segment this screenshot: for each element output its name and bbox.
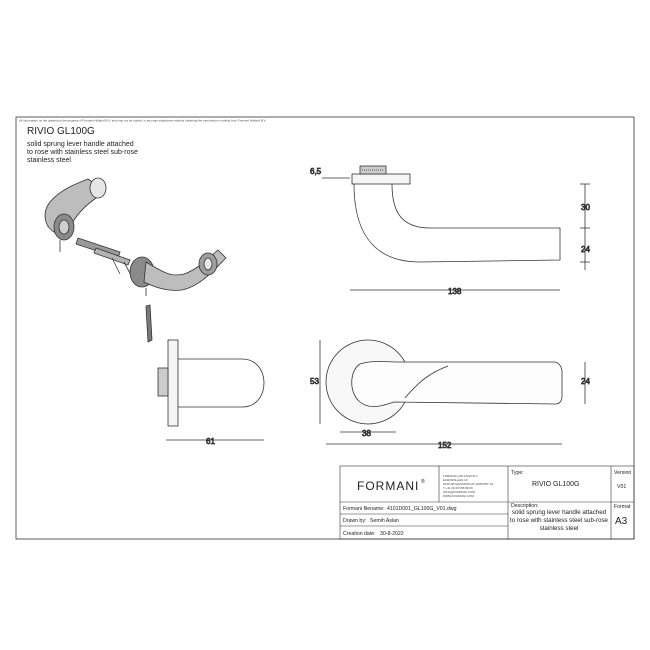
creation-date-label: Creation date: [343,531,376,537]
end-rose-detail [157,367,169,397]
lower-lever-end-inner [203,257,213,271]
hex-key [145,304,153,343]
company-line-5: INFO@FORMANI.COM [443,490,475,494]
fixing-screw-1 [111,257,121,275]
dim-front-grip: 24 [581,377,590,386]
upper-lever-end [89,177,107,199]
front-view: 53 24 38 152 [310,339,591,450]
side-lever-outline [353,183,561,263]
product-description-line-1: solid sprung lever handle attached [27,141,134,148]
end-lever-outline [178,358,265,408]
tb-description-line-2: to rose with stainless steel sub-rose [510,517,609,524]
product-title: RIVIO GL100G [27,126,95,137]
company-line-4: T +31 (0)43 358 98 00 [443,486,473,490]
product-description-line-3: stainless steel [27,157,71,164]
formani-logo: FORMANI [357,479,419,493]
sheet-border [15,116,635,540]
title-block [339,465,635,540]
drawn-by-label: Drawn by: [343,518,366,524]
spindle-bar-2 [93,247,131,266]
company-line-6: WWW.FORMANI.COM [443,494,474,498]
type-value: RIVIO GL100G [532,481,579,488]
upper-rose-inner [58,219,70,235]
title-block-frame [339,465,635,540]
side-view: 6,5 30 24 138 [310,165,591,296]
company-line-1: FORMANI HOLLAND B.V. [443,474,478,478]
dim-projection: 138 [448,287,462,296]
format-value: A3 [615,516,628,527]
product-description-line-2: to rose with stainless steel sub-rose [27,149,138,156]
drawn-by-value: Semih Aslan [370,518,399,524]
dim-rose-diameter: 53 [310,377,319,386]
version-label: Version [614,470,631,476]
filename-value: 4101D001_GL100G_V01.dwg [387,506,457,512]
dim-grip-height: 24 [581,245,590,254]
ownership-notice: All information on the drawing is the pr… [19,119,266,123]
exploded-view [44,177,227,343]
dim-lever-height: 30 [581,203,590,212]
description-label: Description: [511,503,538,509]
dim-length: 152 [438,441,452,450]
type-label: Type: [511,470,524,476]
dim-rose-thickness: 6,5 [310,167,322,176]
end-view: 61 [157,339,265,446]
side-rose [351,173,411,185]
dim-rose-radius: 38 [362,429,371,438]
filename-label: Formani filename: [343,506,385,512]
front-lever-outline [351,361,563,407]
end-rose [167,339,179,427]
formani-logo-mark: ® [421,478,425,485]
dim-side-depth: 61 [206,437,215,446]
tb-description-line-3: stainless steel [540,525,579,532]
lower-lever-shape [143,249,227,291]
creation-date-value: 30-8-2022 [380,531,404,537]
company-line-3: 6199 AB MAASTRICHT-AIRPORT NL [443,482,494,486]
format-label: Format [614,504,631,510]
company-line-2: EUROPALAAN 13 [443,478,468,482]
tb-description-line-1: solid sprung lever handle attached [512,509,607,516]
front-lever-scoop [404,365,449,399]
version-value: V01 [617,484,626,490]
